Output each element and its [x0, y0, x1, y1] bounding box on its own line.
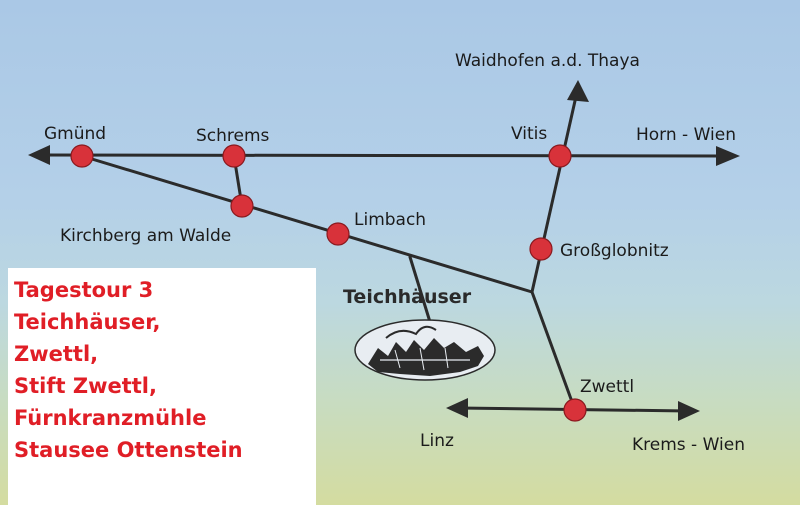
arrow-west-linz: [446, 398, 468, 418]
tour-info-box: Tagestour 3 Teichhäuser, Zwettl, Stift Z…: [8, 268, 316, 505]
label-schrems: Schrems: [196, 126, 270, 146]
town-labels: Gmünd Schrems Vitis Kirchberg am Walde L…: [44, 124, 669, 397]
info-stop: Fürnkranzmühle: [14, 406, 207, 430]
info-stop: Teichhäuser,: [14, 310, 161, 334]
destination-labels: Waidhofen a.d. Thaya Horn - Wien Linz Kr…: [420, 51, 745, 455]
road-gmuend-horn: [38, 153, 727, 158]
label-horn-wien: Horn - Wien: [636, 125, 736, 145]
town-markers: [70, 144, 587, 422]
label-teichhaeuser: Teichhäuser: [343, 286, 472, 308]
road-teichhaeuser-spur: [408, 255, 432, 324]
label-vitis: Vitis: [511, 124, 547, 144]
arrow-west-gmuend: [28, 145, 50, 165]
info-title: Tagestour 3: [14, 278, 154, 302]
info-stop: Stift Zwettl,: [14, 374, 157, 398]
marker-zwettl[interactable]: [563, 398, 587, 422]
label-gmuend: Gmünd: [44, 124, 106, 144]
info-stop: Zwettl,: [14, 342, 99, 366]
label-waidhofen: Waidhofen a.d. Thaya: [455, 51, 640, 71]
label-limbach: Limbach: [354, 210, 426, 230]
marker-limbach[interactable]: [326, 222, 350, 246]
road-junction-zwettl: [530, 290, 577, 412]
marker-vitis[interactable]: [548, 144, 572, 168]
label-zwettl: Zwettl: [580, 377, 634, 397]
road-gmuend-junction: [80, 154, 534, 294]
arrowheads: [28, 80, 740, 421]
road-waidhofen-junction: [530, 90, 579, 294]
marker-grossglobnitz[interactable]: [529, 237, 553, 261]
teichhaeuser-illustration: [354, 319, 496, 381]
marker-schrems[interactable]: [222, 144, 246, 168]
arrow-north-waidhofen: [567, 80, 589, 102]
info-stop: Stausee Ottenstein: [14, 438, 243, 462]
arrow-east-horn-wien: [716, 146, 740, 166]
marker-kirchberg[interactable]: [230, 194, 254, 218]
label-grossglobnitz: Großglobnitz: [560, 241, 669, 261]
label-linz: Linz: [420, 431, 454, 451]
marker-gmuend[interactable]: [70, 144, 94, 168]
label-krems-wien: Krems - Wien: [632, 435, 745, 455]
label-kirchberg: Kirchberg am Walde: [60, 226, 231, 246]
arrow-east-krems-wien: [678, 401, 700, 421]
